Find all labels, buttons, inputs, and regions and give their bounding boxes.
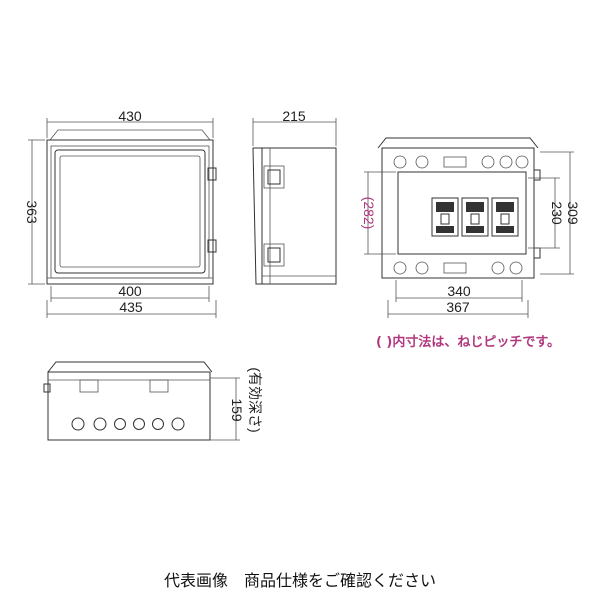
front-view [46,129,217,285]
inner-width-a-dimension: 340 [395,280,523,302]
front-width-top-dimension: 430 [46,108,214,138]
dim-159-note: (有効深さ) [247,367,263,432]
dim-435: 435 [119,299,143,315]
side-depth-dimension: 215 [252,108,337,146]
dim-215: 215 [282,108,306,124]
dim-340: 340 [447,283,471,299]
breaker-3 [491,197,519,237]
bottom-view [43,361,213,441]
front-outer-width-dimension: 435 [46,299,217,318]
inner-height-pitch-dimension: (282) [361,171,396,255]
pitch-note: ( )内寸法は、ねじピッチです。 [376,334,560,350]
interior-view [377,137,541,279]
side-view [252,147,337,285]
breaker-1 [431,197,459,237]
caption: 代表画像 商品仕様をご確認ください [164,571,436,590]
dim-309: 309 [565,201,581,225]
bottom-knockout-holes [71,417,185,431]
dim-400: 400 [118,283,142,299]
breaker-2 [461,197,489,237]
dim-363: 363 [24,200,40,224]
bottom-depth-dimension: 159 (有効深さ) [210,367,263,441]
inner-height-a-dimension: 230 [528,177,565,249]
inner-height-b-dimension: 309 [540,151,581,275]
dim-282: (282) [361,197,377,230]
dim-367: 367 [446,299,470,315]
inner-width-b-dimension: 367 [387,299,529,318]
dim-159: 159 [229,398,245,422]
mounting-panel [397,171,527,255]
dim-430: 430 [118,108,142,124]
front-height-dimension: 363 [24,139,45,285]
front-inner-width-dimension: 400 [50,283,210,302]
dim-230: 230 [549,201,565,225]
